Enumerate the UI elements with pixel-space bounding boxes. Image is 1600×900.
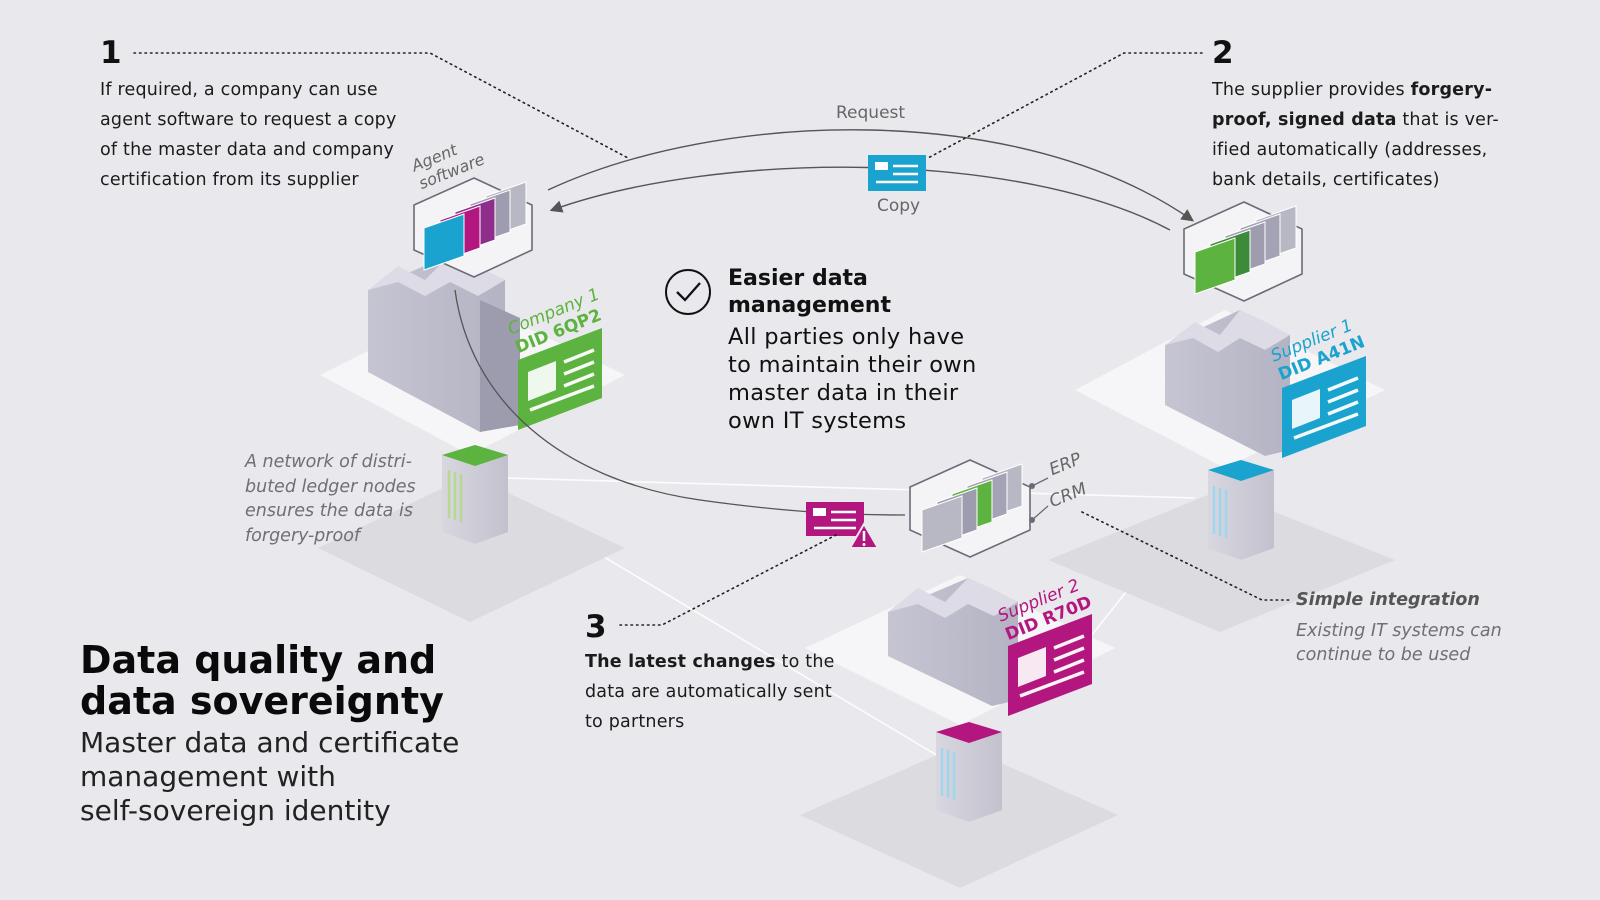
step3-line: The latest changes to the xyxy=(585,652,835,672)
integration-note: Simple integration Existing IT systems c… xyxy=(1296,588,1556,668)
copy-document-icon xyxy=(868,155,926,191)
integration-line: continue to be used xyxy=(1296,645,1471,665)
page-subtitle: management with xyxy=(80,760,336,793)
page-subtitle: self-sovereign identity xyxy=(80,794,391,827)
center-line: to maintain their own xyxy=(728,352,977,378)
title-block: Data quality and data sovereignty Master… xyxy=(80,640,540,828)
step3-number: 3 xyxy=(585,609,607,645)
server-supplier1 xyxy=(1208,460,1274,560)
supplier2-card xyxy=(1008,614,1092,716)
page-title: Data quality and xyxy=(80,638,437,682)
ledger-note-line: buted ledger nodes xyxy=(245,476,416,497)
page-subtitle: Master data and certificate xyxy=(80,726,460,759)
copy-arrow xyxy=(549,166,1171,231)
supplier1-hexagon xyxy=(1183,201,1303,302)
step2-line: bank details, certificates) xyxy=(1212,170,1440,190)
supplier1-card xyxy=(1282,356,1366,458)
supplier2-building xyxy=(888,578,1018,706)
integration-line: Existing IT systems can xyxy=(1296,620,1502,641)
step1-text: If required, a company can use agent sof… xyxy=(100,75,440,195)
step3-line: to partners xyxy=(585,712,685,732)
step2-line: ified automatically (addresses, xyxy=(1212,140,1488,160)
leader-lines xyxy=(133,52,1293,626)
center-heading: management xyxy=(728,293,891,318)
step1-number: 1 xyxy=(100,35,122,71)
step1-line: certification from its supplier xyxy=(100,170,359,190)
page-title: data sovereignty xyxy=(80,679,444,723)
server-supplier2 xyxy=(936,722,1002,822)
center-heading: Easier data xyxy=(728,266,868,291)
company1-card xyxy=(518,328,602,430)
copy-label: Copy xyxy=(877,196,921,216)
server-company1 xyxy=(442,445,508,544)
integration-heading: Simple integration xyxy=(1296,590,1480,610)
request-label: Request xyxy=(836,103,906,123)
center-line: master data in their xyxy=(728,380,959,406)
integration-hexagon xyxy=(909,459,1049,558)
update-document-icon xyxy=(806,502,880,549)
ledger-note-line: ensures the data is xyxy=(245,501,413,521)
step2-line: The supplier provides forgery- xyxy=(1212,80,1493,100)
step1-line: If required, a company can use xyxy=(100,80,378,100)
step1-line: of the master data and company xyxy=(100,140,395,160)
ledger-note-line: forgery-proof xyxy=(245,525,361,546)
step2-line: proof, signed data that is ver- xyxy=(1212,110,1499,130)
center-line: All parties only have xyxy=(728,324,965,350)
easier-data-management: Easier data management All parties only … xyxy=(728,265,1008,435)
agent-software-hexagon xyxy=(413,177,533,278)
step3-line: data are automatically sent xyxy=(585,682,832,702)
check-circle-icon xyxy=(665,269,711,315)
step3-text: The latest changes to the data are autom… xyxy=(585,647,855,737)
supplier1-building xyxy=(1165,310,1290,456)
ledger-note-line: A network of distri- xyxy=(245,452,412,472)
step2-number: 2 xyxy=(1212,35,1234,71)
request-arrow xyxy=(547,129,1195,222)
center-line: own IT systems xyxy=(728,408,907,434)
ledger-note: A network of distri- buted ledger nodes … xyxy=(245,450,445,548)
step1-line: agent software to request a copy xyxy=(100,110,397,130)
step2-text: The supplier provides forgery- proof, si… xyxy=(1212,75,1532,195)
